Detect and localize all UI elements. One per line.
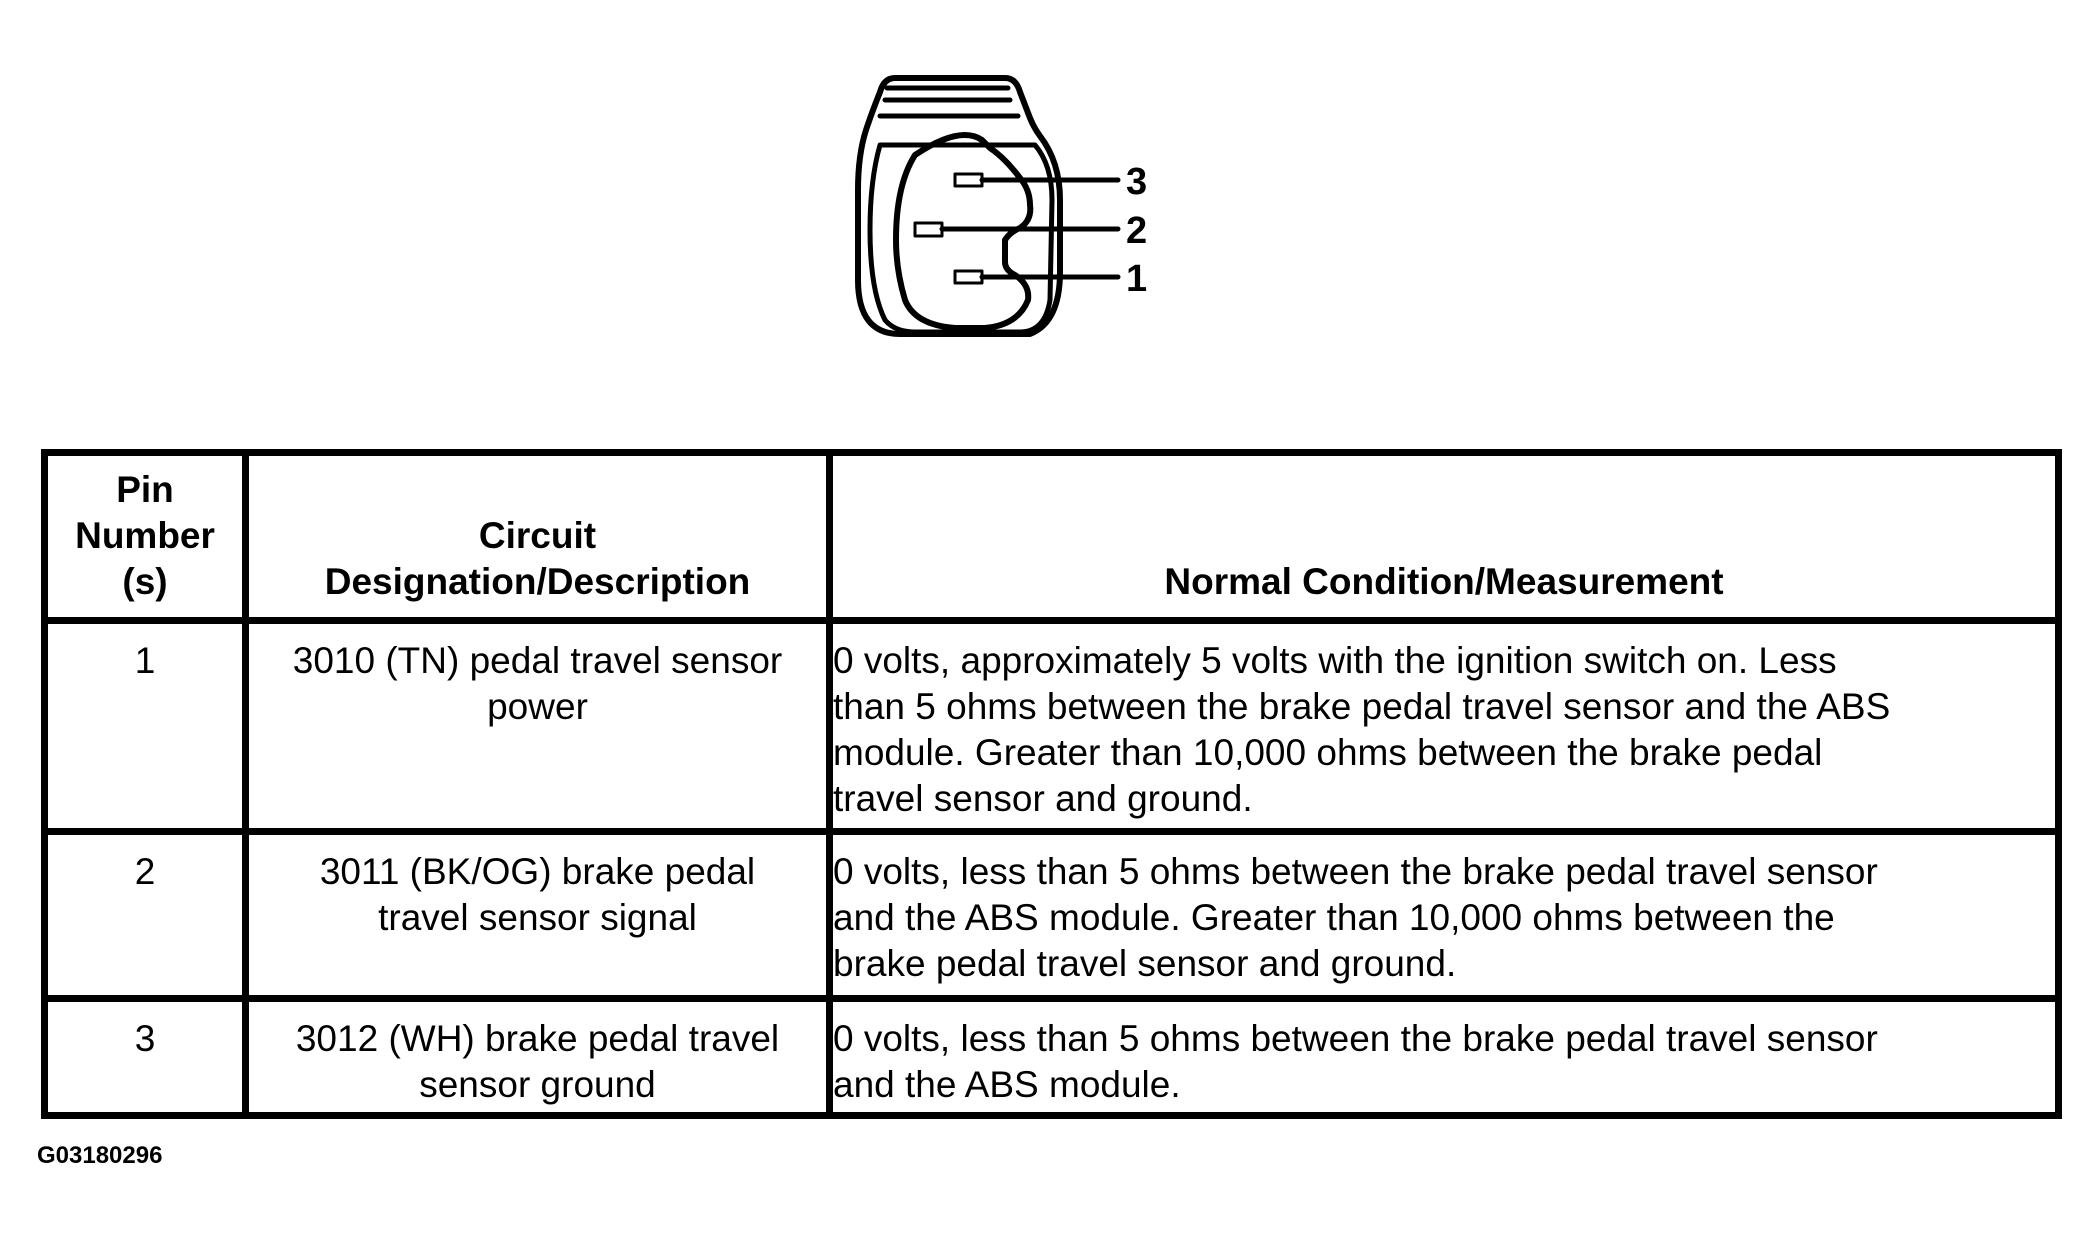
circuit-line: 3012 (WH) brake pedal travel bbox=[295, 1018, 780, 1059]
pin-3-terminal bbox=[953, 172, 984, 188]
pin-number-cell: 2 bbox=[41, 828, 249, 1002]
circuit-cell: 3010 (TN) pedal travel sensor power bbox=[242, 617, 833, 835]
header-line: Normal Condition/Measurement bbox=[1164, 561, 1724, 602]
circuit-cell: 3012 (WH) brake pedal travel sensor grou… bbox=[242, 995, 833, 1119]
connector-inner-body bbox=[867, 142, 1055, 335]
connector-latch bbox=[877, 85, 1021, 119]
header-line: Designation/Description bbox=[324, 561, 751, 602]
pin-2-terminal bbox=[913, 221, 944, 238]
header-row: Pin Number (s) Circuit Designation/Descr… bbox=[41, 449, 2062, 624]
measurement-line: 0 volts, less than 5 ohms between the br… bbox=[833, 851, 1878, 892]
measurement-line: brake pedal travel sensor and ground. bbox=[833, 943, 1457, 984]
measurement-cell: 0 volts, less than 5 ohms between the br… bbox=[826, 995, 2062, 1119]
table-row: 3 3012 (WH) brake pedal travel sensor gr… bbox=[41, 995, 2062, 1119]
table-row: 2 3011 (BK/OG) brake pedal travel sensor… bbox=[41, 828, 2062, 1002]
header-line: Circuit bbox=[478, 515, 597, 556]
measurement-line: 0 volts, approximately 5 volts with the … bbox=[833, 640, 1837, 681]
measurement-line: 0 volts, less than 5 ohms between the br… bbox=[833, 1018, 1878, 1059]
header-line: Number bbox=[75, 515, 215, 556]
measurement-line: and the ABS module. bbox=[833, 1064, 1181, 1105]
pin-3-label: 3 bbox=[1126, 161, 1147, 203]
connector-pin-cavity bbox=[893, 132, 1034, 331]
measurement-line: than 5 ohms between the brake pedal trav… bbox=[833, 686, 1891, 727]
circuit-line: travel sensor signal bbox=[378, 897, 697, 938]
pin-number-cell: 1 bbox=[41, 617, 249, 835]
pin-number-cell: 3 bbox=[41, 995, 249, 1119]
figure-id: G03180296 bbox=[37, 1142, 163, 1169]
pin-number-header: Pin Number (s) bbox=[41, 449, 249, 624]
connector-diagram: 3 2 1 bbox=[855, 75, 1147, 337]
header-line: Pin bbox=[116, 469, 174, 510]
table-row: 1 3010 (TN) pedal travel sensor power 0 … bbox=[41, 617, 2062, 835]
connector-housing bbox=[855, 75, 1063, 337]
pin-table: Pin Number (s) Circuit Designation/Descr… bbox=[41, 449, 2062, 1119]
circuit-line: sensor ground bbox=[419, 1064, 656, 1105]
measurement-line: and the ABS module. Greater than 10,000 … bbox=[833, 897, 1835, 938]
measurement-cell: 0 volts, approximately 5 volts with the … bbox=[826, 617, 2062, 835]
measurement-header: Normal Condition/Measurement bbox=[826, 449, 2062, 624]
header-line: (s) bbox=[122, 561, 168, 602]
circuit-cell: 3011 (BK/OG) brake pedal travel sensor s… bbox=[242, 828, 833, 1002]
measurement-line: travel sensor and ground. bbox=[833, 778, 1253, 819]
measurement-cell: 0 volts, less than 5 ohms between the br… bbox=[826, 828, 2062, 1002]
pin-1-label: 1 bbox=[1126, 258, 1147, 300]
circuit-header: Circuit Designation/Description bbox=[242, 449, 833, 624]
circuit-line: 3011 (BK/OG) brake pedal bbox=[319, 851, 756, 892]
circuit-line: power bbox=[487, 686, 588, 727]
measurement-line: module. Greater than 10,000 ohms between… bbox=[833, 732, 1823, 773]
pin-1-terminal bbox=[953, 269, 984, 285]
pin-2-label: 2 bbox=[1126, 210, 1147, 252]
circuit-line: 3010 (TN) pedal travel sensor bbox=[292, 640, 783, 681]
